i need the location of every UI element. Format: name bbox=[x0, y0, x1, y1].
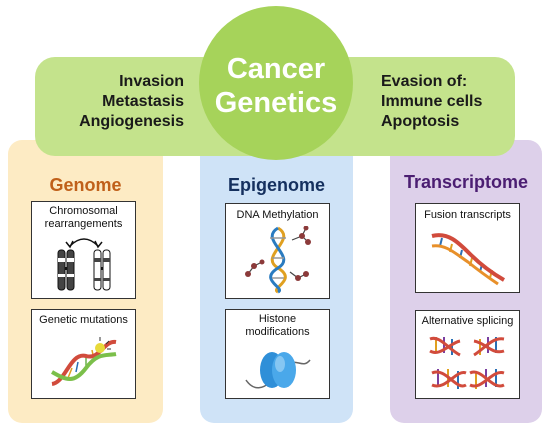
center-title-line1: Cancer bbox=[226, 53, 326, 85]
right-item-evasion: Evasion of: bbox=[381, 73, 468, 90]
card-chromosomal-rearrangements: Chromosomal rearrangements bbox=[31, 201, 136, 299]
card-label-line: Histone bbox=[258, 313, 297, 325]
left-item-metastasis: Metastasis bbox=[102, 93, 184, 110]
card-label-line: Alternative splicing bbox=[421, 315, 514, 327]
right-item-apoptosis: Apoptosis bbox=[381, 113, 460, 130]
center-circle bbox=[199, 6, 353, 160]
mutated-dna-icon bbox=[51, 337, 117, 386]
left-feature-list: Invasion Metastasis Angiogenesis bbox=[60, 72, 184, 132]
card-label-line: Fusion transcripts bbox=[424, 209, 511, 221]
card-label-line: Genetic mutations bbox=[39, 314, 128, 326]
genome-heading: Genome bbox=[49, 175, 122, 195]
right-feature-list: Evasion of: Immune cells Apoptosis bbox=[381, 72, 511, 132]
card-label: Chromosomal rearrangements bbox=[32, 205, 135, 231]
card-label: DNA Methylation bbox=[226, 209, 329, 222]
transcriptome-heading: Transcriptome bbox=[403, 172, 529, 192]
splicing-icon bbox=[429, 336, 505, 389]
card-label-line: rearrangements bbox=[44, 218, 123, 230]
methylated-dna-icon bbox=[245, 226, 311, 294]
left-item-angiogenesis: Angiogenesis bbox=[79, 113, 184, 130]
card-label: Genetic mutations bbox=[32, 314, 135, 327]
center-title: Cancer Genetics bbox=[199, 52, 353, 120]
center-title-line2: Genetics bbox=[214, 87, 338, 119]
card-genetic-mutations: Genetic mutations bbox=[31, 309, 136, 399]
fusion-transcript-icon bbox=[431, 233, 505, 286]
chromosome-swap-icon bbox=[57, 238, 111, 291]
card-fusion-transcripts: Fusion transcripts bbox=[415, 203, 520, 293]
epigenome-heading: Epigenome bbox=[227, 175, 325, 195]
card-label-line: DNA Methylation bbox=[236, 209, 319, 221]
right-item-immune-cells: Immune cells bbox=[381, 93, 483, 110]
card-label: Histone modifications bbox=[226, 313, 329, 339]
left-item-invasion: Invasion bbox=[119, 73, 184, 90]
card-label: Alternative splicing bbox=[416, 315, 519, 328]
card-label-line: Chromosomal bbox=[49, 205, 118, 217]
card-alternative-splicing: Alternative splicing bbox=[415, 310, 520, 399]
histone-icon bbox=[245, 352, 311, 389]
card-label: Fusion transcripts bbox=[416, 209, 519, 222]
card-dna-methylation: DNA Methylation bbox=[225, 203, 330, 299]
card-histone-modifications: Histone modifications bbox=[225, 309, 330, 399]
card-label-line: modifications bbox=[245, 326, 310, 338]
